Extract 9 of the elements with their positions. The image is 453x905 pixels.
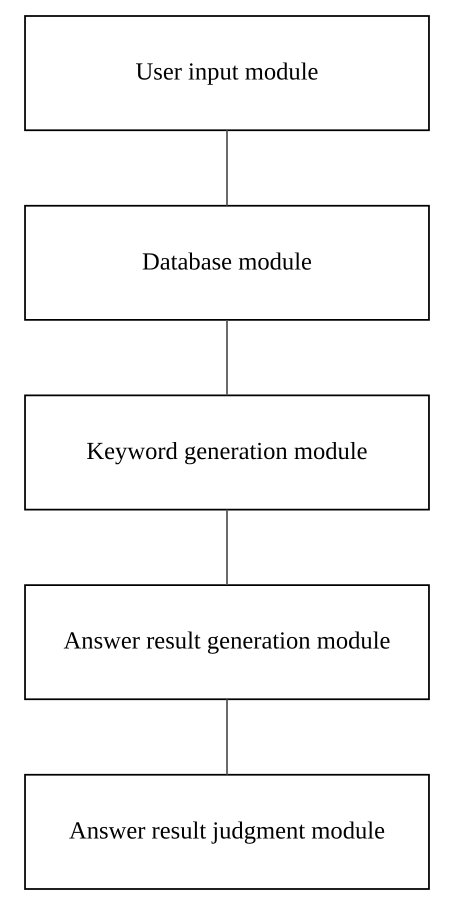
connector	[226, 130, 228, 206]
connector	[226, 320, 228, 396]
node-box: Answer result judgment module	[24, 774, 430, 890]
node-box: Keyword generation module	[24, 394, 430, 510]
node-box: Answer result generation module	[24, 584, 430, 700]
node-box: User input module	[24, 15, 430, 132]
connector	[226, 699, 228, 775]
node-box: Database module	[24, 204, 430, 321]
connector	[226, 510, 228, 585]
